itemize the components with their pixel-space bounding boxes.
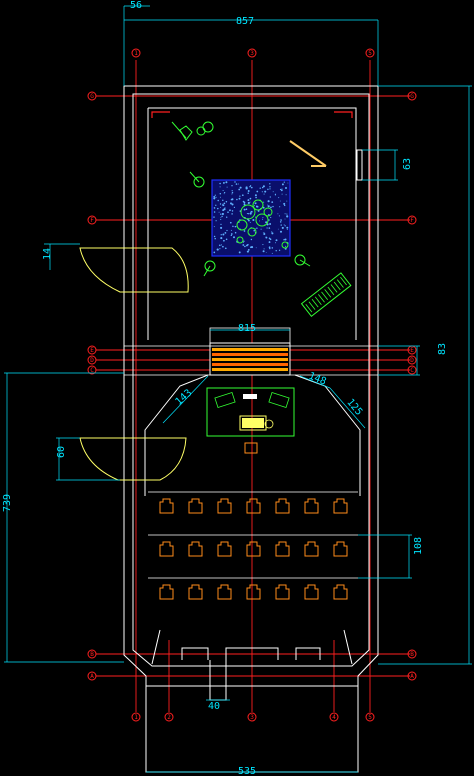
svg-text:B: B [90,651,94,658]
dimension-lines [4,5,472,773]
dim-stair-depth: 83 [437,343,448,355]
grid-bubble-icon: 1 3 5 1 2 3 4 5 G G F F E E D D C C B B … [87,48,417,722]
dim-lower-left: 739 [2,494,13,512]
svg-text:1: 1 [134,714,138,721]
svg-text:A: A [410,673,414,680]
dim-gate: 40 [208,701,220,712]
left-ledge-upper [79,247,189,293]
chair-icon [275,584,290,600]
dim-window-depth: 63 [402,158,413,170]
dim-counter: 60 [56,446,67,458]
svg-text:2: 2 [167,714,171,721]
chair-icon [304,584,319,600]
chair-icon [217,541,232,557]
svg-text:B: B [410,651,414,658]
svg-text:G: G [90,93,94,100]
dim-row-spacing: 108 [413,537,424,555]
svg-text:C: C [90,367,94,374]
chair-icon [246,584,261,600]
svg-text:5: 5 [368,50,372,57]
chair-icon [159,584,174,600]
chair-icon [188,584,203,600]
dim-bottom-width: 535 [238,766,256,776]
counter-lower [79,437,187,481]
svg-text:C: C [410,367,414,374]
dim-overall-width: 857 [236,16,254,27]
svg-text:G: G [410,93,414,100]
chair-icon [217,584,232,600]
chair-icon [246,541,261,557]
svg-text:1: 1 [134,50,138,57]
chair-icon [188,541,203,557]
center-carpet [211,179,291,257]
chair-icon [333,498,348,514]
svg-text:5: 5 [368,714,372,721]
console-table-icon [206,387,295,454]
svg-text:F: F [410,217,414,224]
svg-text:F: F [90,217,94,224]
stage-steps [124,327,378,376]
grid-axes [96,60,410,712]
chair-icon [246,498,261,514]
svg-text:E: E [410,347,414,354]
chair-icon [217,498,232,514]
svg-text:D: D [410,357,414,364]
dim-top: 56 [130,0,142,11]
chair-icon [188,498,203,514]
chair-icon [159,541,174,557]
chair-icon [333,541,348,557]
piano-icon [300,272,352,317]
dim-angle-right-a: 148 [307,371,328,388]
chair-icon [333,584,348,600]
svg-text:3: 3 [250,714,254,721]
chair-icon [159,498,174,514]
chair-icon [275,541,290,557]
svg-text:D: D [90,357,94,364]
plant-icon [171,121,311,277]
dim-left-ledge: 14 [42,248,53,260]
dim-stair-width: 815 [238,323,256,334]
svg-text:E: E [90,347,94,354]
chair-icon [275,498,290,514]
seating-area [148,491,358,600]
svg-text:3: 3 [250,50,254,57]
chair-icon [304,498,319,514]
chair-icon [304,541,319,557]
room-corner-marks [151,111,353,118]
sculpture-bar [289,140,327,167]
svg-text:4: 4 [332,714,336,721]
svg-text:A: A [90,673,94,680]
